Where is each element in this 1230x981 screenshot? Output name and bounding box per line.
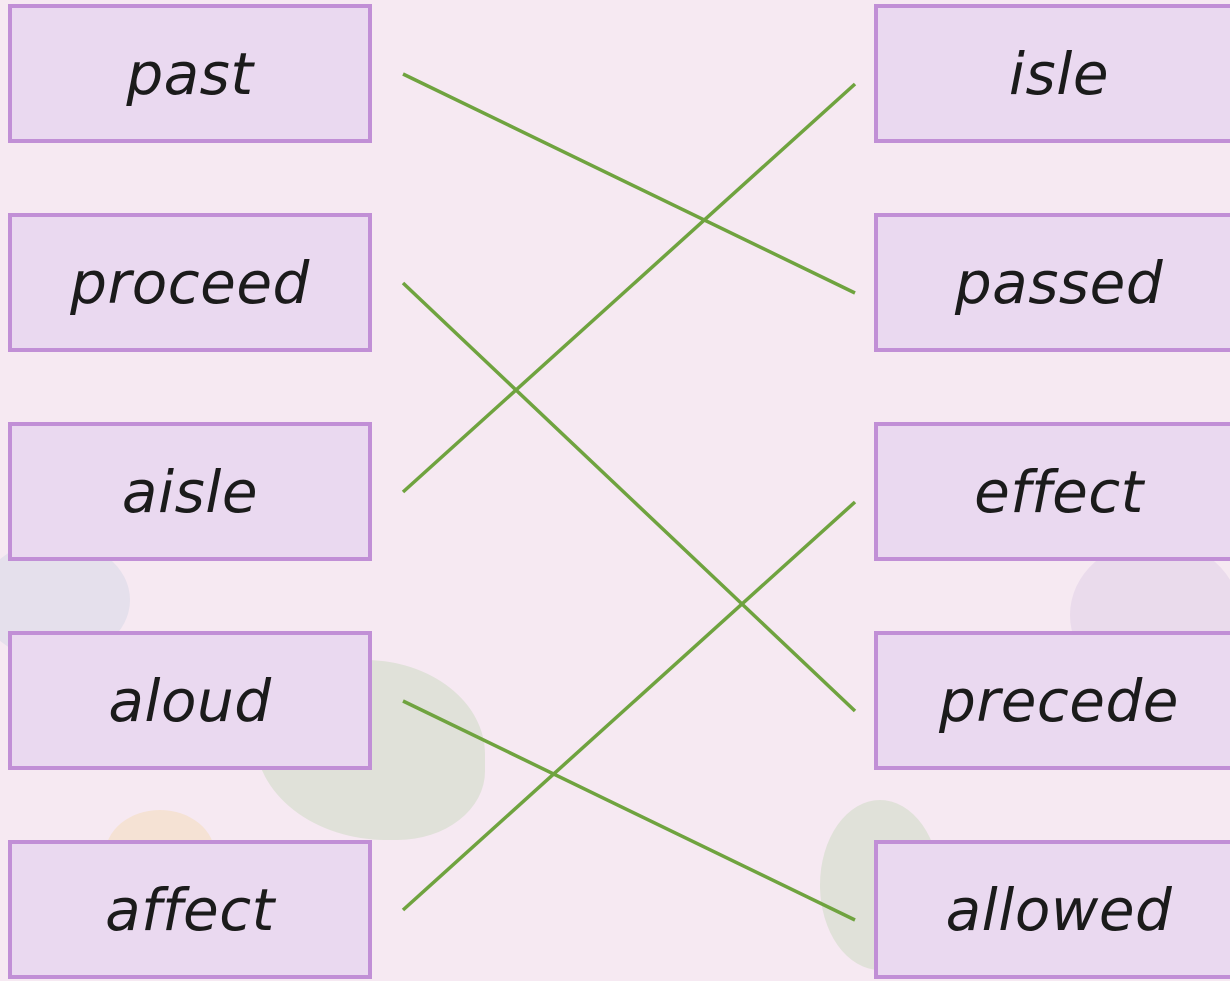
match-line xyxy=(401,500,857,912)
left-word-card[interactable]: aloud xyxy=(8,631,372,770)
right-word-label: isle xyxy=(1008,39,1110,108)
right-word-card[interactable]: effect xyxy=(874,422,1230,561)
left-word-card[interactable]: proceed xyxy=(8,213,372,352)
left-word-label: aloud xyxy=(108,666,272,735)
right-word-card[interactable]: isle xyxy=(874,4,1230,143)
right-word-label: passed xyxy=(954,248,1164,317)
left-word-label: past xyxy=(126,39,254,108)
right-word-label: precede xyxy=(939,666,1179,735)
match-line xyxy=(401,82,857,494)
right-word-label: allowed xyxy=(945,875,1173,944)
right-word-card[interactable]: passed xyxy=(874,213,1230,352)
left-word-card[interactable]: affect xyxy=(8,840,372,979)
left-word-card[interactable]: past xyxy=(8,4,372,143)
match-line xyxy=(401,281,857,713)
right-word-card[interactable]: allowed xyxy=(874,840,1230,979)
left-word-label: aisle xyxy=(121,457,259,526)
left-word-label: affect xyxy=(105,875,275,944)
match-line xyxy=(402,72,856,295)
right-word-label: effect xyxy=(974,457,1144,526)
left-word-card[interactable]: aisle xyxy=(8,422,372,561)
left-word-label: proceed xyxy=(70,248,310,317)
right-word-card[interactable]: precede xyxy=(874,631,1230,770)
